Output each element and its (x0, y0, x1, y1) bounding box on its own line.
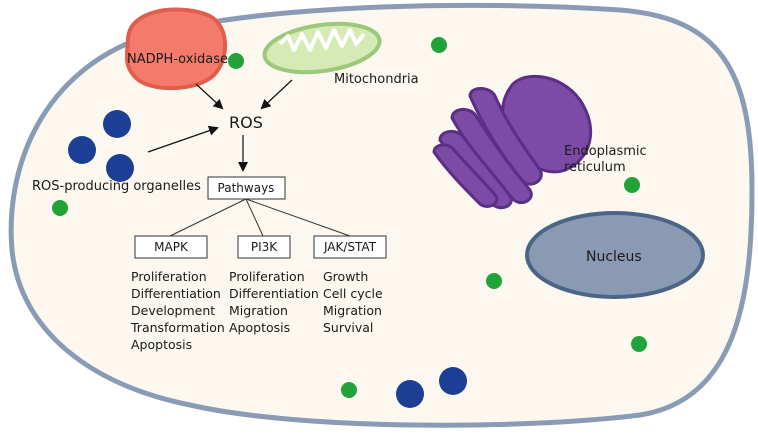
pi3k-effect: Migration (229, 303, 288, 318)
blue-organelle (103, 110, 131, 138)
pi3k-effect: Proliferation (229, 269, 305, 284)
mapk-effect: Development (131, 303, 215, 318)
ros-producing-organelles-label: ROS-producing organelles (32, 179, 201, 194)
mitochondrion (262, 21, 382, 75)
jak-stat-label: JAK/STAT (323, 240, 377, 254)
jak-stat-effect: Growth (323, 269, 368, 284)
jak-stat-box (313, 235, 387, 259)
mapk-effect: Transformation (130, 320, 225, 335)
pi3k-label: PI3K (251, 240, 278, 254)
arrow-mito-to-ros (260, 79, 293, 110)
blue-organelle (106, 154, 134, 182)
nucleus (525, 211, 705, 299)
pathways-label: Pathways (218, 181, 275, 195)
jak-stat-effect: Migration (323, 303, 382, 318)
pathway-tree-lines (169, 198, 351, 237)
green-vesicles (52, 37, 647, 398)
arrows (147, 79, 293, 172)
green-vesicle (341, 382, 357, 398)
pi3k-effect: Differentiation (229, 286, 319, 301)
blue-organelle (439, 367, 467, 395)
mapk-effect: Apoptosis (131, 337, 192, 352)
mitochondria-label: Mitochondria (334, 72, 419, 87)
arrow-nadph-to-ros (195, 83, 224, 110)
green-vesicle (431, 37, 447, 53)
jak-stat-effect: Survival (323, 320, 373, 335)
green-vesicle (52, 200, 68, 216)
arrow-organelles-to-ros (147, 125, 219, 153)
blue-organelle (68, 136, 96, 164)
pathways-box (207, 176, 286, 200)
pi3k-box (237, 235, 291, 259)
mapk-box (134, 235, 208, 259)
blue-organelle (396, 380, 424, 408)
pi3k-effect: Apoptosis (229, 320, 290, 335)
ros-label: ROS (229, 113, 263, 132)
mapk-label: MAPK (154, 240, 189, 254)
jak-stat-effect: Cell cycle (323, 286, 383, 301)
mapk-effect: Proliferation (131, 269, 207, 284)
green-vesicle (486, 273, 502, 289)
green-vesicle (631, 336, 647, 352)
er-label-line1: Endoplasmic (564, 144, 647, 159)
endoplasmic-reticulum (432, 74, 593, 210)
mapk-effect: Differentiation (131, 286, 221, 301)
green-vesicle (228, 53, 244, 69)
nadph-oxidase-label: NADPH-oxidase (127, 52, 228, 67)
green-vesicle (624, 177, 640, 193)
nucleus-label: Nucleus (586, 249, 642, 265)
er-label-line2: reticulum (564, 160, 626, 175)
nadph-oxidase-shape (124, 7, 227, 91)
ros-producing-organelles (68, 110, 467, 408)
